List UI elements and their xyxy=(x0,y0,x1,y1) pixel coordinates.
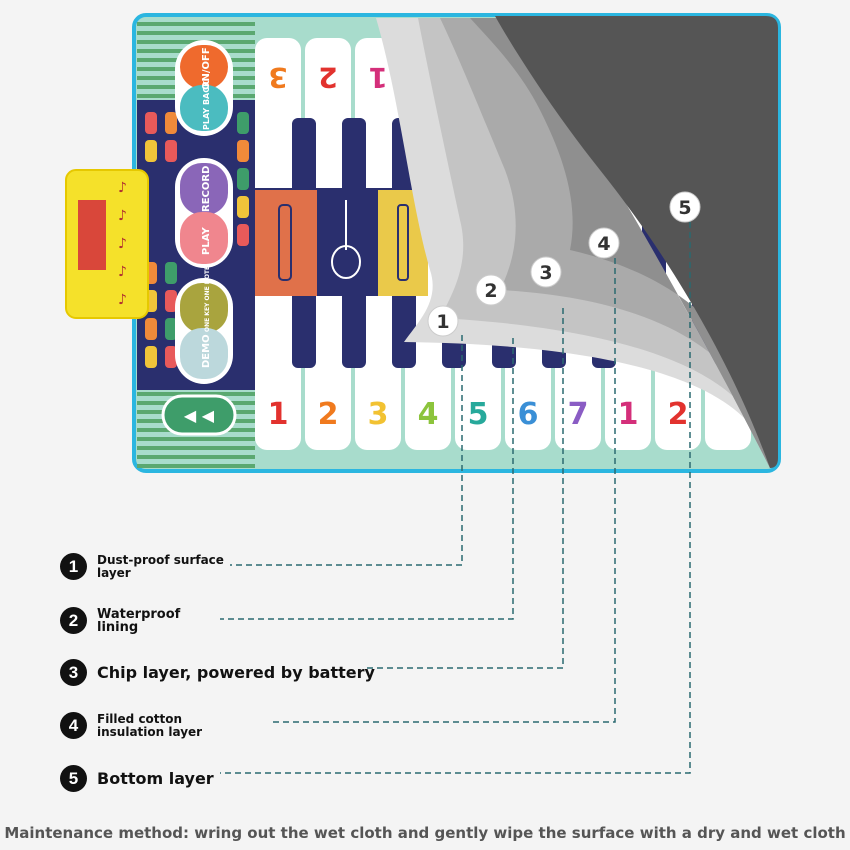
svg-text:2: 2 xyxy=(484,280,497,302)
key-number: 6 xyxy=(518,397,539,432)
svg-text:1: 1 xyxy=(436,311,449,333)
key-number: 5 xyxy=(468,397,489,432)
demo-button xyxy=(180,328,228,379)
btn-label: ON/OFF xyxy=(201,47,212,90)
svg-text:♪: ♪ xyxy=(118,292,127,308)
layer-marker: 5 xyxy=(669,191,701,223)
chip-label-logo xyxy=(78,200,106,270)
layer-marker: 1 xyxy=(427,305,459,337)
layer-marker: 4 xyxy=(588,227,620,259)
legend-label: Dust-proof surface layer xyxy=(97,552,224,580)
key-number: 1 xyxy=(618,397,639,432)
svg-text:3: 3 xyxy=(539,262,552,284)
legend-item: 4 Filled cotton insulation layer xyxy=(60,712,247,739)
legend-number: 5 xyxy=(60,765,87,792)
svg-text:♪: ♪ xyxy=(118,236,127,252)
legend-label: Filled cotton insulation layer xyxy=(97,711,203,739)
key-number: 4 xyxy=(418,397,439,432)
legend-item: 1 Dust-proof surface layer xyxy=(60,553,247,580)
color-pads xyxy=(145,112,249,368)
legend-number: 3 xyxy=(60,659,87,686)
note-icons: ♪ ♪ ♪ ♪ ♪ xyxy=(118,180,127,308)
volume-button xyxy=(161,394,237,436)
btn-label: PLAY xyxy=(201,227,212,255)
key-number: 2 xyxy=(668,397,689,432)
legend-item: 5 Bottom layer xyxy=(60,765,214,792)
layer-marker: 2 xyxy=(475,274,507,306)
layer-5-bottom xyxy=(495,16,778,468)
key-number: 3 xyxy=(268,61,287,94)
svg-text:♪: ♪ xyxy=(118,180,127,196)
guitar-icon xyxy=(331,200,361,279)
key-number: 2 xyxy=(318,61,337,94)
layer-marker: 3 xyxy=(530,256,562,288)
one-key-one-note-button xyxy=(180,283,228,333)
play-button xyxy=(180,212,228,264)
svg-text:♪: ♪ xyxy=(118,264,127,280)
legend-item: 2 Waterproof lining xyxy=(60,607,187,634)
btn-label: ONE KEY ONE NOTE xyxy=(204,266,211,332)
btn-label: PLAY BACK xyxy=(202,80,211,130)
playback-button xyxy=(180,85,228,131)
legend-item: 3 Chip layer, powered by battery xyxy=(60,659,375,686)
layer-4-cotton xyxy=(470,18,770,468)
btn-label: RECORD xyxy=(201,166,212,212)
record-button xyxy=(180,163,228,215)
key-number: 1 xyxy=(368,61,387,94)
key-number: 1 xyxy=(268,397,289,432)
legend-label: Chip layer, powered by battery xyxy=(97,663,375,682)
svg-text:♪: ♪ xyxy=(118,208,127,224)
legend-number: 1 xyxy=(60,553,87,580)
key-number: 7 xyxy=(568,397,589,432)
legend-number: 4 xyxy=(60,712,87,739)
legend-label: Waterproof lining xyxy=(97,606,181,635)
key-number: 3 xyxy=(368,397,389,432)
leader-lines xyxy=(220,222,691,774)
btn-label: DEMO xyxy=(201,334,212,368)
key-number: 2 xyxy=(318,397,339,432)
on-off-button xyxy=(180,45,228,89)
legend-label: Bottom layer xyxy=(97,769,214,788)
maintenance-note: Maintenance method: wring out the wet cl… xyxy=(4,824,846,842)
svg-text:4: 4 xyxy=(597,233,610,255)
svg-text:5: 5 xyxy=(678,197,691,219)
recorder-icon xyxy=(255,190,317,296)
legend-number: 2 xyxy=(60,607,87,634)
speaker-icon: ◀ ◀ xyxy=(184,406,215,425)
